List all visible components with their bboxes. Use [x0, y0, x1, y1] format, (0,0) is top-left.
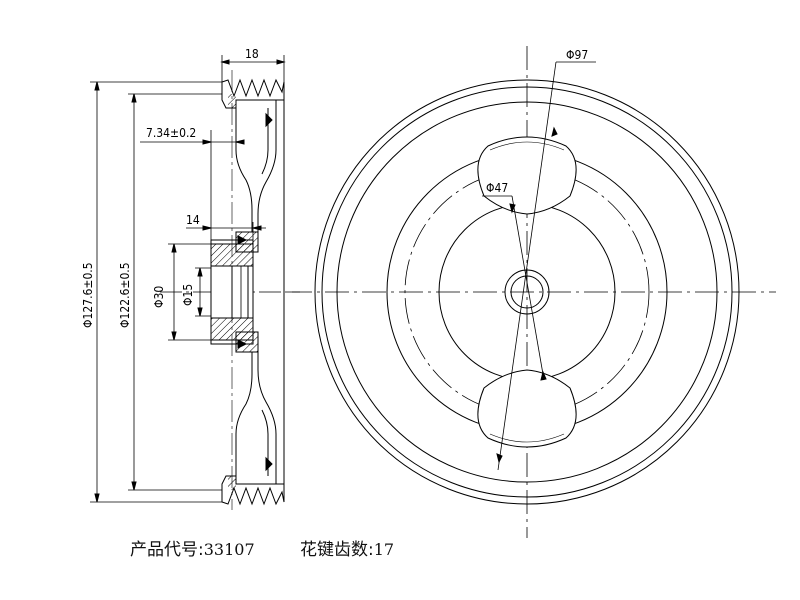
dim-bore-dia: Φ15 — [181, 284, 195, 306]
front-view — [288, 46, 776, 538]
dim-groove-offset: 7.34±0.2 — [146, 126, 196, 140]
spline-count-caption: 花键齿数:17 — [300, 535, 394, 560]
product-code-value: 33107 — [203, 540, 255, 559]
spline-count-label: 花键齿数: — [300, 540, 374, 560]
dim-groove-dia: Φ122.6±0.5 — [118, 262, 132, 328]
dim-hole-circle-dia: Φ97 — [566, 48, 588, 62]
dim-width-18: 18 — [245, 47, 259, 61]
dim-hub-width-14: 14 — [186, 213, 200, 227]
product-code-label: 产品代号: — [130, 540, 204, 560]
product-code-caption: 产品代号:33107 — [130, 535, 255, 560]
section-view — [90, 55, 300, 510]
dim-inner-circle-dia: Φ47 — [486, 181, 508, 195]
spline-count-value: 17 — [373, 540, 395, 559]
dim-outer-dia: Φ127.6±0.5 — [81, 262, 95, 328]
dim-hub-outer-dia: Φ30 — [152, 286, 166, 308]
